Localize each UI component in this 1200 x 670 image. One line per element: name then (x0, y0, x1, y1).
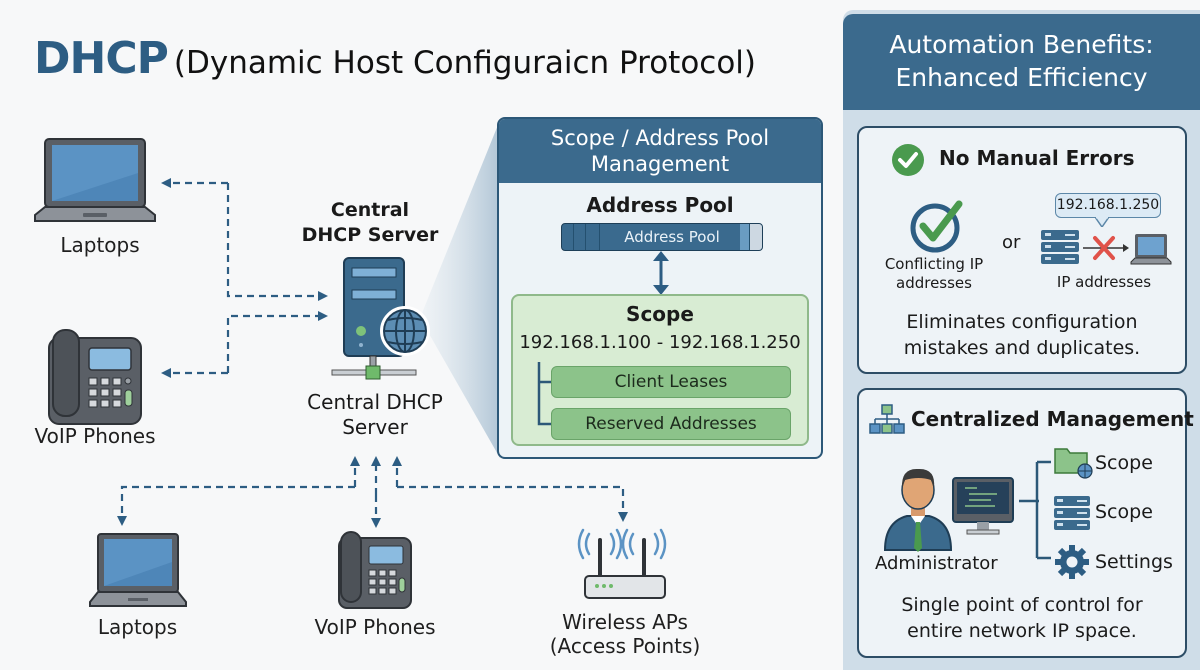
client-label-ap: Wireless APs (Access Points) (540, 610, 710, 658)
monitor-icon (952, 477, 1014, 535)
scope-box: Scope 192.168.1.100 - 192.168.1.250 Clie… (511, 294, 809, 446)
menu-item-scope-2[interactable]: Scope (1095, 501, 1153, 523)
no-errors-description: Eliminates configuration mistakes and du… (859, 309, 1185, 361)
centralized-description: Single point of control for entire netwo… (859, 592, 1185, 644)
centralized-description-line1: Single point of control for (901, 594, 1143, 616)
menu-item-scope[interactable]: Scope (1095, 452, 1153, 474)
ip-addresses-label: IP addresses (1056, 273, 1152, 291)
server-stack-icon (1054, 496, 1090, 530)
administrator-icon (883, 468, 1014, 552)
scope-range: 192.168.1.100 - 192.168.1.250 (519, 332, 801, 353)
scope-management-panel: Scope / Address Pool Management Address … (497, 117, 823, 459)
laptop-icon (34, 138, 156, 222)
bidirectional-arrow-icon (653, 251, 669, 295)
ap-label-line1: Wireless APs (562, 610, 688, 634)
tree-connector (537, 362, 553, 426)
client-label: Laptops (97, 615, 178, 639)
title-full-name: (Dynamic Host Configuraicn Protocol) (173, 45, 757, 81)
address-pool-bar: Address Pool (561, 223, 763, 251)
conflicting-ip-label-line2: addresses (896, 274, 972, 292)
ip-address-bubble: 192.168.1.250 (1055, 193, 1161, 218)
benefits-header-line1: Automation Benefits: (889, 30, 1154, 59)
laptop-icon (1130, 234, 1172, 265)
page-title: DHCP(Dynamic Host Configuraicn Protocol) (34, 33, 756, 84)
scope-panel-header-line1: Scope / Address Pool (550, 126, 770, 150)
check-circle-outline-icon (910, 200, 963, 253)
reserved-addresses-item[interactable]: Reserved Addresses (551, 408, 791, 440)
no-errors-description-line1: Eliminates configuration (906, 311, 1138, 333)
server-stack-icon (1041, 230, 1079, 264)
hierarchy-icon (869, 404, 905, 434)
ap-label-line2: (Access Points) (549, 634, 701, 658)
server-label-bottom: Central DHCP Server (307, 390, 443, 439)
scope-title: Scope (626, 302, 694, 326)
client-label: Laptops (60, 233, 140, 257)
administrator-label: Administrator (875, 553, 998, 574)
benefits-header: Automation Benefits: Enhanced Efficiency (843, 14, 1200, 110)
no-manual-errors-title: No Manual Errors (939, 146, 1135, 170)
folder-globe-icon (1054, 448, 1093, 479)
client-label: VoIP Phones (34, 424, 156, 448)
address-pool-title: Address Pool (586, 193, 734, 217)
connection-lines (117, 178, 628, 528)
centralized-management-card: Centralized Management Administrator Sco… (857, 388, 1194, 658)
client-label: VoIP Phones (314, 615, 436, 639)
server-label-top: Central DHCP Server (301, 199, 439, 246)
menu-item-settings[interactable]: Settings (1095, 551, 1173, 573)
title-acronym: DHCP (34, 33, 169, 84)
centralized-management-title: Centralized Management (911, 407, 1194, 431)
centralized-description-line2: entire network IP space. (907, 620, 1137, 642)
conflicting-ip-label-line1: Conflicting IP (884, 255, 984, 273)
link-phone-left (226, 311, 328, 373)
conflicting-ip-label: Conflicting IP addresses (879, 255, 989, 293)
benefits-header-line2: Enhanced Efficiency (895, 63, 1148, 92)
tree-connector (1019, 460, 1051, 560)
dhcp-server-icon (331, 257, 430, 380)
address-pool-bar-label: Address Pool (624, 228, 720, 246)
check-circle-icon (892, 144, 924, 176)
scope-panel-header: Scope / Address Pool Management (499, 119, 821, 183)
no-errors-description-line2: mistakes and duplicates. (903, 337, 1141, 359)
voip-phone-icon (48, 329, 142, 425)
voip-phone-icon (338, 531, 412, 609)
blocked-assignment-icon (1041, 230, 1172, 265)
laptop-icon (89, 533, 187, 607)
link-laptop-left (226, 183, 328, 301)
globe-icon (380, 306, 430, 356)
wireless-router-icon (577, 528, 667, 599)
gear-icon (1055, 545, 1089, 579)
bubble-tail (1095, 217, 1109, 227)
or-label: or (1002, 232, 1021, 253)
client-leases-item[interactable]: Client Leases (551, 366, 791, 398)
scope-panel-header-line2: Management (590, 152, 730, 176)
no-manual-errors-card: No Manual Errors Conflicting IP addresse… (857, 126, 1187, 374)
